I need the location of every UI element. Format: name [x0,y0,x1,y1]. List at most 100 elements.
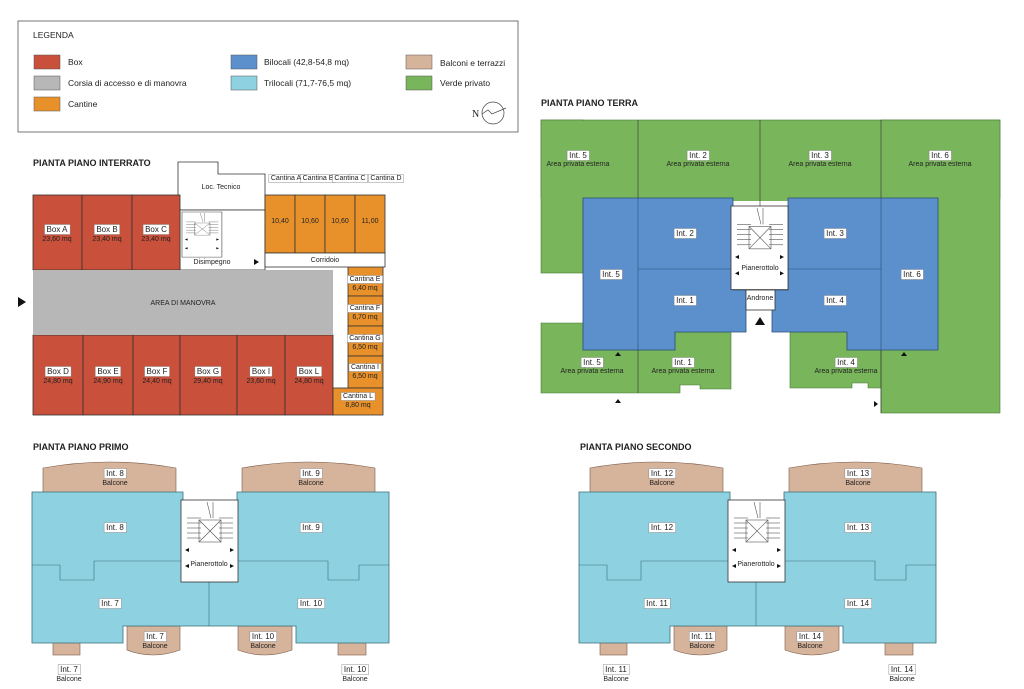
plan-title-secondo: PIANTA PIANO SECONDO [580,442,692,452]
label-box [796,631,824,642]
plan-text: Corridoio [311,257,340,264]
legend-swatch-box [33,54,61,70]
plan-text: 6,40 mq [352,285,377,292]
label-box [341,664,369,675]
label-box [599,269,623,280]
label-box [103,522,127,533]
unit-label: Cantina G [349,335,381,342]
plan-text: Balcone [797,643,822,650]
plan-text: Pianerottolo [741,265,778,272]
unit-label: Box I [252,367,270,376]
label-box [602,664,630,675]
unit-label: Int. 5 [569,151,587,160]
label-box [566,150,590,161]
plan-text: Balcone [845,480,870,487]
unit-label: Cantina C [334,175,365,182]
plan-interrato: PIANTA PIANO INTERRATO Loc. Tecnico Disi… [18,158,404,416]
plan-title-interrato: PIANTA PIANO INTERRATO [33,158,151,168]
plan-shape [180,499,239,583]
plan-text: 10,60 [331,218,349,225]
label-box [249,631,277,642]
label-box [648,468,676,479]
unit-label: Box B [96,225,117,234]
plan-text: Balcone [298,480,323,487]
plan-text: Area privata esterna [546,161,609,168]
label-box [249,366,273,377]
label-box [347,334,383,343]
plan-shape [481,107,507,115]
unit-label: Box G [197,367,219,376]
plan-text: Balcone [250,643,275,650]
label-box [95,366,121,377]
plan-shape [730,205,789,291]
label-box [194,366,222,377]
unit-label: Cantina D [370,175,401,182]
label-box [844,468,872,479]
label-box [142,224,170,235]
plan-title-terra: PIANTA PIANO TERRA [541,98,639,108]
plan-shape [32,560,389,626]
plan-text: 6,70 mq [352,314,377,321]
label-box [299,522,323,533]
label-box [648,522,676,533]
unit-label: Cantina E [350,276,381,283]
unit-label: Int. 2 [689,151,707,160]
label-box [332,174,368,183]
unit-label: Int. 10 [252,632,275,641]
label-box [44,366,72,377]
legend-swatch-corsia [33,75,61,91]
plan-shape [582,197,939,351]
unit-label: Box E [97,367,118,376]
plan-text: 23,40 mq [92,236,121,243]
plan-text: Disimpegno [194,259,231,266]
plan-text: Area privata esterna [908,161,971,168]
label-box [580,357,604,368]
plan-text: Pianerottolo [190,561,227,568]
plan-shape [874,401,878,407]
label-box [297,598,325,609]
plan-secondo: PIANTA PIANO SECONDO Pianerottolo Int. 1… [578,442,937,683]
label-box [94,224,120,235]
plan-text: Androne [747,295,774,302]
unit-label: Int. 3 [826,229,844,238]
label-box [686,150,710,161]
unit-label: Int. 9 [302,469,320,478]
plan-title-primo: PIANTA PIANO PRIMO [33,442,129,452]
plan-text: Area privata esterna [814,368,877,375]
label-box [57,664,81,675]
plan-text: 24,40 mq [142,378,171,385]
label-box [347,275,383,284]
plan-shape [579,560,936,626]
plan-shape [181,211,223,258]
unit-label: Int. 8 [106,523,124,532]
label-box [144,366,170,377]
entrance-arrow-icon [755,317,765,325]
unit-label: Box D [47,367,69,376]
legend-label-bilocali: Bilocali (42,8-54,8 mq) [264,57,349,67]
entrance-arrow-icon [18,297,26,307]
plan-shape [579,560,730,581]
plan-text: 6,50 mq [352,344,377,351]
unit-label: Int. 4 [826,296,844,305]
label-box [103,468,127,479]
plan-text: Balcone [649,480,674,487]
unit-label: Cantina L [343,393,373,400]
plan-text: 10,60 [301,218,319,225]
unit-label: Cantina F [350,305,380,312]
unit-label: Box L [299,367,320,376]
label-box [368,174,404,183]
unit-label: Int. 11 [691,632,713,641]
plan-shape [324,194,356,254]
label-box [143,631,167,642]
label-box [834,357,858,368]
plan-text: Area privata esterna [788,161,851,168]
unit-label: Int. 1 [676,296,694,305]
label-box [671,357,695,368]
label-box [673,295,697,306]
plan-text: 29,40 mq [193,378,222,385]
plan-shape [745,289,776,311]
plan-text: Balcone [689,643,714,650]
label-box [844,522,872,533]
